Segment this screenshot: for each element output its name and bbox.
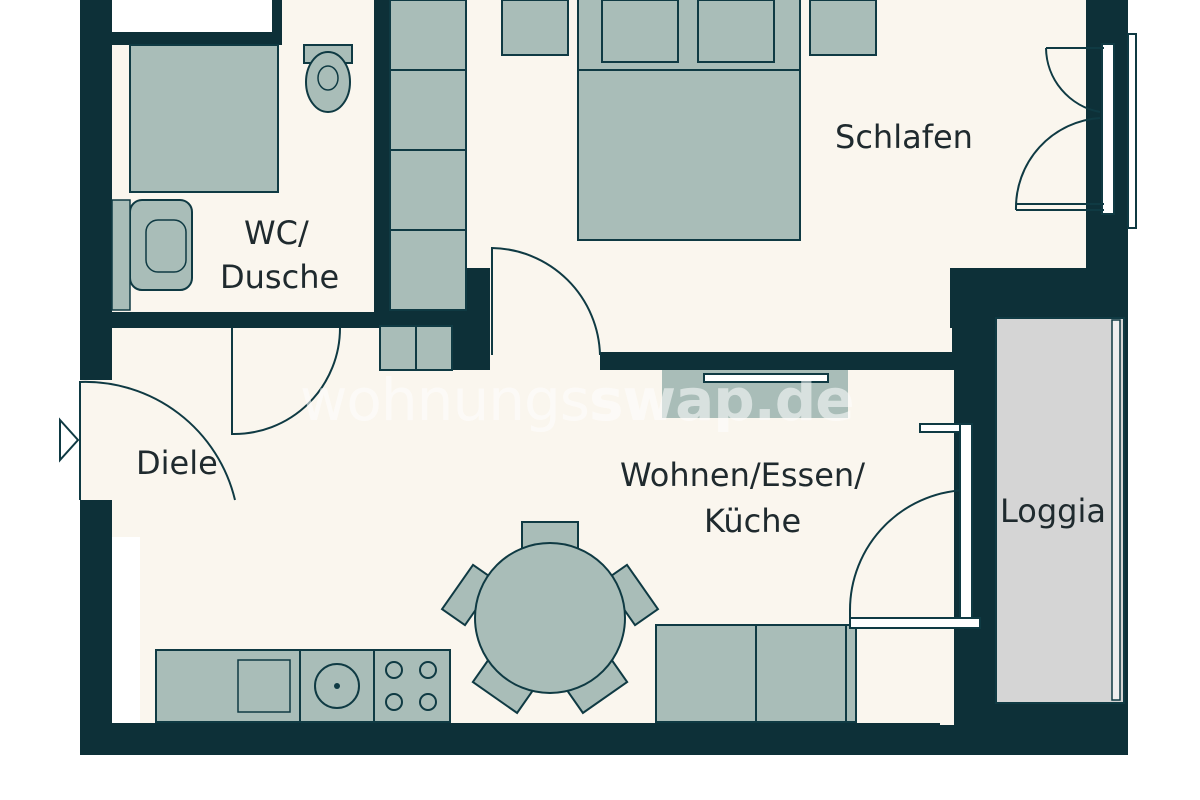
wall-right-pillar bbox=[952, 268, 1128, 318]
window-bedroom-sill bbox=[1127, 33, 1137, 229]
window-bedroom-swing-bottom bbox=[1014, 117, 1104, 211]
stove-burner bbox=[385, 693, 403, 711]
window-bedroom-frame bbox=[1101, 43, 1115, 215]
door-loggia-frame bbox=[959, 423, 973, 629]
label-wohnen-line1: Wohnen/Essen/ bbox=[620, 456, 865, 494]
shower bbox=[129, 44, 279, 193]
sink-counter bbox=[111, 199, 131, 311]
exterior-right-top bbox=[1128, 0, 1200, 230]
stove bbox=[373, 649, 451, 723]
stove-burner bbox=[419, 693, 437, 711]
sink-drain bbox=[334, 683, 340, 689]
wall-wc-living bbox=[112, 312, 232, 328]
window-top-left bbox=[112, 0, 272, 32]
door-loggia-sill bbox=[849, 617, 981, 629]
watermark-light: wohnungs bbox=[300, 366, 589, 434]
window-bottom-left bbox=[112, 537, 140, 723]
sink-basin bbox=[145, 219, 187, 273]
stove-burner bbox=[419, 661, 437, 679]
toilet-seat bbox=[317, 65, 339, 91]
door-wc-swing bbox=[231, 327, 341, 436]
watermark: wohnungsswap.de bbox=[300, 366, 854, 434]
stove-burner bbox=[385, 661, 403, 679]
floor-living-edge bbox=[940, 370, 954, 725]
loggia-floor bbox=[995, 317, 1125, 704]
wall-bed-living bbox=[600, 352, 952, 370]
watermark-bold: swap.de bbox=[589, 366, 854, 434]
wardrobe bbox=[389, 0, 467, 311]
label-wc-line2: Dusche bbox=[220, 258, 339, 296]
wall-column bbox=[374, 0, 390, 310]
door-loggia-swing bbox=[849, 489, 971, 618]
label-diele: Diele bbox=[136, 444, 218, 482]
dining-set bbox=[440, 521, 660, 715]
nightstand-right bbox=[809, 0, 877, 56]
door-bedroom-swing bbox=[491, 246, 601, 356]
dining-table bbox=[474, 542, 626, 694]
wall-wc-living-2 bbox=[340, 312, 390, 328]
kitchen-cabinet bbox=[237, 659, 291, 713]
floor-diele bbox=[80, 380, 120, 500]
pillow-right bbox=[697, 0, 775, 63]
nightstand-left bbox=[501, 0, 569, 56]
tv bbox=[703, 373, 829, 383]
pillow-left bbox=[601, 0, 679, 63]
wall-stub bbox=[452, 310, 490, 370]
doors bbox=[79, 33, 1137, 629]
label-wohnen-line2: Küche bbox=[704, 502, 801, 540]
label-schlafen: Schlafen bbox=[835, 118, 973, 156]
label-loggia: Loggia bbox=[1000, 492, 1106, 530]
entrance-arrow-icon bbox=[59, 417, 80, 463]
window-bedroom-swing-top bbox=[1045, 47, 1104, 113]
loggia-rail bbox=[1111, 319, 1121, 701]
floor-wc-top bbox=[282, 0, 374, 45]
door-entrance-swing bbox=[79, 380, 236, 501]
label-wc-line1: WC/ bbox=[244, 214, 309, 252]
